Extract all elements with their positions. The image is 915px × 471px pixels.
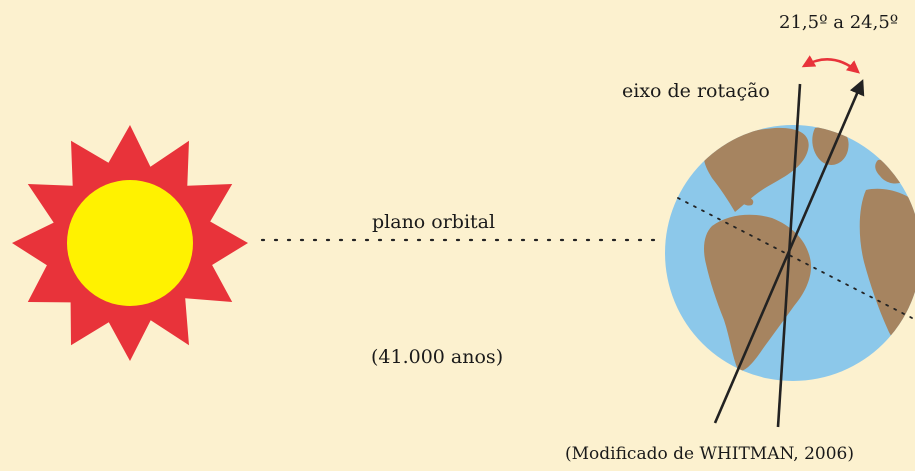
sun-icon: [12, 125, 248, 361]
orbital-plane-label: plano orbital: [372, 211, 496, 233]
tilted-axis-arrow: [713, 79, 865, 424]
rotation-axis-label: eixo de rotação: [622, 80, 770, 102]
period-label: (41.000 anos): [371, 346, 504, 368]
rotation-axis-line: [776, 83, 802, 428]
sun-core: [67, 180, 193, 306]
source-credit: (Modificado de WHITMAN, 2006): [565, 444, 854, 464]
tilt-range-label: 21,5º a 24,5º: [779, 12, 899, 33]
tilt-range-arrow: [801, 55, 860, 74]
